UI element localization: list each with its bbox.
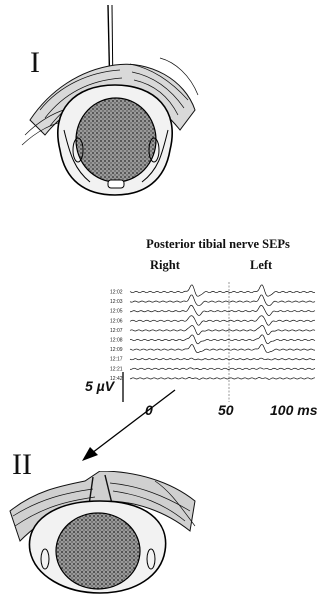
sep-trace bbox=[130, 335, 315, 344]
sep-trace bbox=[130, 316, 315, 326]
trace-time-label: 12:06 bbox=[110, 318, 123, 324]
trace-time-label: 12:07 bbox=[110, 328, 123, 334]
panel-title: Posterior tibial nerve SEPs bbox=[120, 237, 316, 252]
trace-time-label: 12:05 bbox=[110, 309, 123, 315]
spinal-cord-section-bottom bbox=[56, 513, 140, 589]
spinal-cord-drawing-top bbox=[20, 0, 200, 200]
sep-trace bbox=[130, 285, 315, 297]
x-tick-100: 100 ms bbox=[270, 402, 317, 418]
side-label-right: Right bbox=[150, 258, 180, 273]
spinal-cord-drawing-bottom bbox=[5, 471, 205, 596]
sep-trace bbox=[130, 344, 315, 352]
trace-time-label: 12:09 bbox=[110, 347, 123, 353]
trace-time-label: 12:03 bbox=[110, 299, 123, 305]
sep-trace bbox=[130, 368, 315, 370]
sep-trace bbox=[130, 358, 315, 360]
sep-trace bbox=[130, 305, 315, 315]
x-tick-50: 50 bbox=[218, 402, 234, 418]
spinal-cord-section bbox=[76, 98, 156, 182]
sep-traces: 12:02 12:03 12:05 12:06 12:07 12:08 12:09 12:17… bbox=[110, 282, 320, 402]
sep-trace bbox=[130, 325, 315, 334]
arrow bbox=[70, 385, 190, 465]
trace-time-label: 12:17 bbox=[110, 357, 123, 363]
sep-trace bbox=[130, 295, 315, 306]
sep-trace bbox=[130, 378, 315, 380]
side-label-left: Left bbox=[250, 258, 272, 273]
trace-time-label: 12:02 bbox=[110, 290, 123, 296]
trace-time-label: 12:08 bbox=[110, 338, 123, 344]
